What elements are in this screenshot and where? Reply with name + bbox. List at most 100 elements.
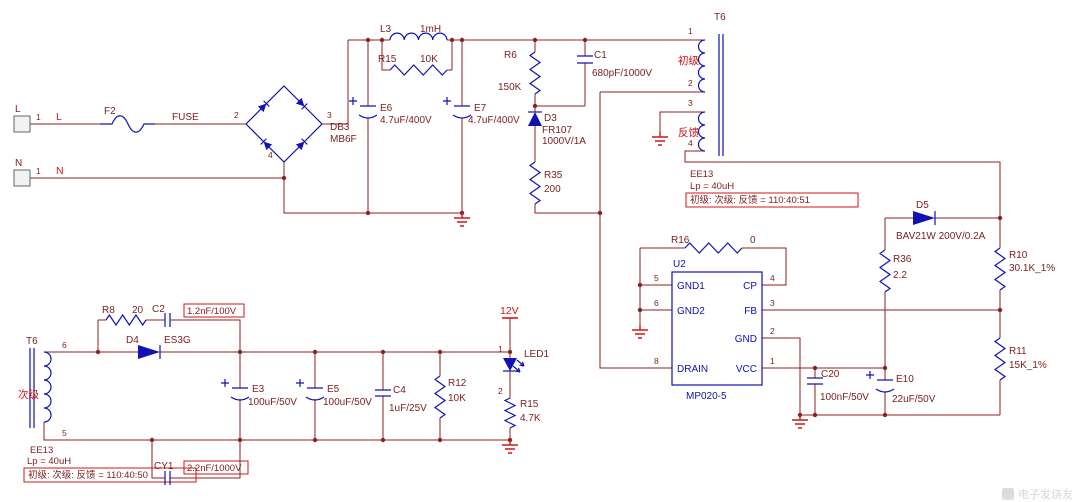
power-port-12v: 12V (500, 305, 519, 319)
polar-cap-icon (443, 97, 472, 119)
ref: T6 (26, 336, 38, 347)
pin-number: 5 (62, 428, 67, 438)
pin-number: 1 (36, 166, 41, 176)
value: BAV21W 200V/0.2A (896, 231, 986, 242)
earth-ground-icon (651, 131, 669, 146)
value: 4.7uF/400V (468, 115, 520, 126)
ref: U2 (673, 259, 686, 270)
cap-e5: E5 100uF/50V (296, 379, 372, 408)
cap-e7: E7 4.7uF/400V (443, 97, 520, 126)
junction-dots (95, 37, 1003, 443)
value: 2.2 (893, 270, 907, 281)
resistor-icon (993, 247, 1007, 291)
resistor-icon (389, 64, 448, 76)
cap-e10: E10 22uF/50V (866, 371, 936, 405)
pin-name-fb: FB (744, 306, 757, 317)
value: 2.2nF/1000V (187, 463, 242, 474)
inductor-l3: L3 1mH (380, 24, 448, 41)
pin-number: 2 (234, 110, 239, 120)
pin-number: 2 (770, 326, 775, 336)
watermark-text: 电子发烧友 (1018, 487, 1073, 501)
core-type: EE13 (690, 169, 713, 180)
transformer-t6-top: T6 1 2 3 4 初级 反馈 EE13 Lp = 40uH 初级: 次级: … (678, 12, 859, 208)
value: 22uF/50V (892, 394, 936, 405)
pin-number: 6 (62, 340, 67, 350)
resistor-icon (433, 375, 447, 419)
pin-name-gnd2: GND2 (677, 306, 705, 317)
ref: L3 (380, 24, 392, 35)
winding-label-secondary: 次级 (18, 388, 39, 401)
value: 200 (544, 184, 561, 195)
value: MP020-5 (686, 391, 727, 402)
value: FUSE (172, 112, 199, 123)
earth-ground-icon (791, 414, 809, 429)
value: 150K (498, 82, 522, 93)
inductor-icon (389, 32, 448, 41)
cap-icon (807, 377, 823, 385)
winding-label-feedback: 反馈 (678, 126, 699, 139)
pin-number: 3 (688, 98, 693, 108)
diode-d3: D3 FR107 1000V/1A (528, 111, 586, 147)
resistor-icon (878, 249, 892, 293)
value: 20 (132, 305, 144, 316)
connector-ref: L (15, 104, 21, 115)
resistor-r16: R16 0 (671, 235, 756, 254)
ic-u2: U2 MP020-5 GND1 GND2 DRAIN CP FB GND VCC… (654, 259, 775, 402)
ref: R8 (102, 305, 115, 316)
polar-cap-icon (349, 97, 378, 119)
polar-cap-icon (221, 379, 250, 401)
value: 100uF/50V (248, 397, 297, 408)
transformer-t6-bottom: T6 6 5 次级 EE13 Lp = 40uH 初级: 次级: 反馈 = 11… (18, 336, 197, 483)
cap-cy1: CY1 2.2nF/1000V (154, 460, 249, 485)
earth-ground-icon (631, 324, 649, 339)
net-label-12v: 12V (500, 305, 519, 317)
value: 4.7K (520, 413, 541, 424)
pin-number: 1 (498, 344, 503, 354)
ref: R10 (1009, 250, 1028, 261)
pin-name-drain: DRAIN (677, 364, 708, 375)
resistor-r15a: R15 10K (378, 54, 448, 76)
connector-l: L 1 L (13, 104, 62, 133)
ratio-note-box (23, 467, 197, 483)
polar-cap-icon (866, 371, 895, 393)
ref: T6 (714, 12, 726, 23)
cap-e6: E6 4.7uF/400V (349, 97, 432, 126)
feedback-winding-icon (697, 111, 706, 152)
diode-icon (913, 211, 935, 225)
value: 4.7uF/400V (380, 115, 432, 126)
ref: C1 (594, 50, 607, 61)
pin-number: 8 (654, 356, 659, 366)
watermark: 电子发烧友 (1002, 487, 1073, 501)
ref: E3 (252, 384, 265, 395)
ref: CY1 (154, 461, 174, 472)
primary-winding-icon (697, 39, 706, 93)
pin-number: 3 (770, 298, 775, 308)
value: 30.1K_1% (1009, 263, 1055, 274)
connector-ref: N (15, 158, 22, 169)
cap-icon (164, 471, 171, 485)
ref: R15 (520, 399, 539, 410)
diode-icon (528, 112, 542, 126)
pin-number: 4 (688, 138, 693, 148)
pin-number: 5 (654, 273, 659, 283)
fuse-icon (100, 115, 155, 133)
pin-number: 6 (654, 298, 659, 308)
cap-e3: E3 100uF/50V (221, 379, 297, 408)
cap-icon (164, 313, 171, 327)
ref: D5 (916, 200, 929, 211)
pin-number: 4 (770, 273, 775, 283)
resistor-r15b: R15 4.7K (503, 397, 541, 429)
ref: E10 (896, 374, 914, 385)
ref: F2 (104, 106, 116, 117)
cap-c20: C20 100nF/50V (807, 369, 869, 403)
ref: R36 (893, 254, 912, 265)
value: 10K (448, 393, 466, 404)
value: 0 (750, 235, 756, 246)
ref: R12 (448, 378, 467, 389)
value: 10K (420, 54, 438, 65)
led-led1: LED1 1 2 (498, 344, 549, 396)
resistor-icon (993, 337, 1007, 381)
fuse-f2: F2 FUSE (100, 106, 199, 133)
ref: C4 (393, 385, 406, 396)
inductance-note: Lp = 40uH (690, 181, 734, 192)
